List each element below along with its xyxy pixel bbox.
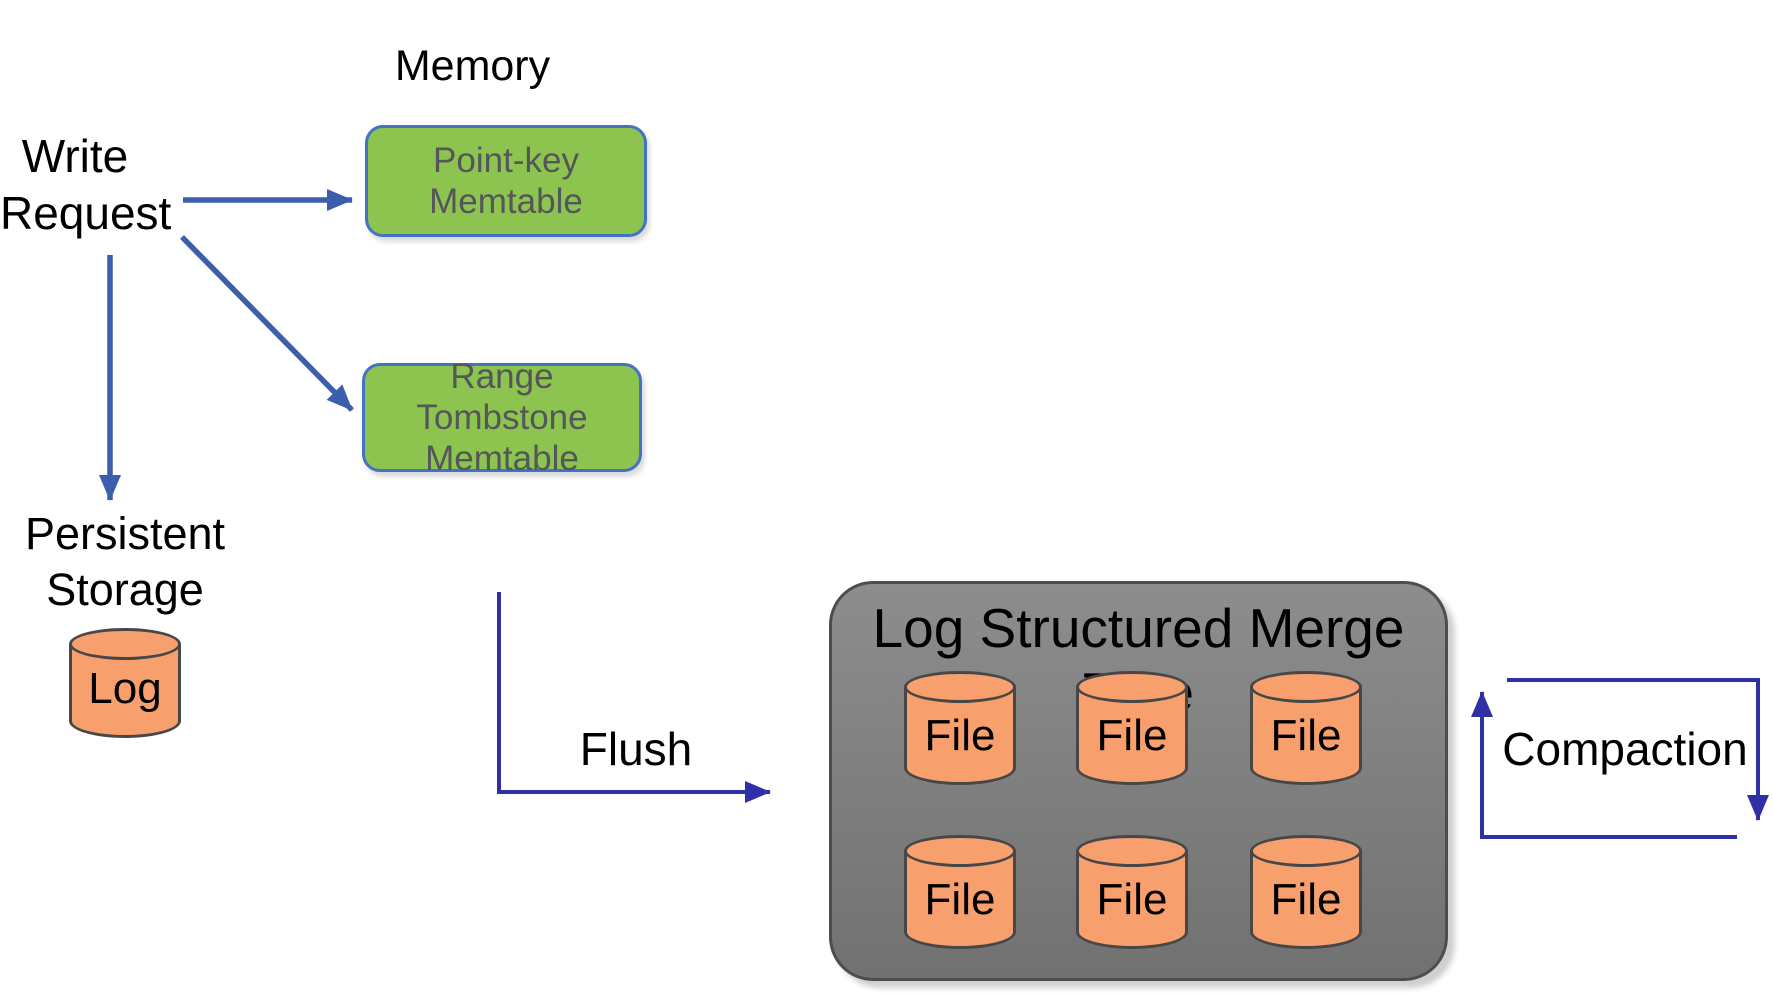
range-tombstone-memtable-line1: Range Tombstone	[416, 357, 588, 437]
file-cylinder-top	[1076, 671, 1188, 703]
arrow-write-to-range-tombstone-memtable	[180, 235, 354, 412]
file-cylinder-top	[1250, 835, 1362, 867]
file-cylinder-body	[1076, 851, 1188, 949]
file-cylinder-body	[904, 851, 1016, 949]
file-cylinder-2: File	[1076, 671, 1188, 785]
log-cylinder: Log	[69, 628, 181, 738]
file-cylinder-top	[904, 835, 1016, 867]
lsm-tree-box: Log Structured Merge Tree File File File…	[829, 581, 1448, 981]
flush-label: Flush	[579, 723, 693, 775]
range-tombstone-memtable-line2: Memtable	[425, 439, 579, 478]
persistent-storage-line2: Storage	[46, 564, 204, 615]
file-cylinder-6: File	[1250, 835, 1362, 949]
file-cylinder-4: File	[904, 835, 1016, 949]
write-request-line2: Request	[0, 187, 172, 239]
point-key-memtable-line1: Point-key	[433, 141, 579, 180]
file-cylinder-body	[1250, 851, 1362, 949]
file-cylinder-label: File	[924, 711, 996, 760]
write-request-line1: Write	[21, 130, 129, 182]
compaction-label: Compaction	[1502, 723, 1748, 775]
file-cylinder-body	[1076, 687, 1188, 785]
file-cylinder-label: File	[1096, 711, 1168, 760]
arrow-flush-to-lsm-tree	[497, 592, 771, 803]
range-tombstone-memtable-box: Range Tombstone Memtable	[362, 357, 642, 478]
file-cylinder-label: File	[1270, 711, 1342, 760]
file-cylinder-top	[904, 671, 1016, 703]
file-cylinder-5: File	[1076, 835, 1188, 949]
log-cylinder-top	[69, 628, 181, 660]
arrow-compaction-loop-left-up	[1471, 691, 1737, 839]
file-cylinder-top	[1250, 671, 1362, 703]
file-cylinder-label: File	[924, 875, 996, 924]
point-key-memtable-box: Point-key Memtable	[365, 125, 647, 237]
file-cylinder-top	[1076, 835, 1188, 867]
persistent-storage-line1: Persistent	[24, 508, 226, 559]
file-cylinder-label: File	[1270, 875, 1342, 924]
file-cylinder-3: File	[1250, 671, 1362, 785]
file-cylinder-label: File	[1096, 875, 1168, 924]
file-cylinder-body	[904, 687, 1016, 785]
file-cylinder-1: File	[904, 671, 1016, 785]
point-key-memtable-line2: Memtable	[429, 182, 583, 221]
log-cylinder-label: Log	[88, 664, 162, 713]
persistent-storage-label: Persistent Storage	[15, 506, 235, 618]
memory-label: Memory	[394, 42, 551, 90]
file-cylinder-body	[1250, 687, 1362, 785]
write-request-label: Write Request	[0, 128, 172, 242]
arrow-compaction-loop-right-down	[1507, 678, 1769, 821]
